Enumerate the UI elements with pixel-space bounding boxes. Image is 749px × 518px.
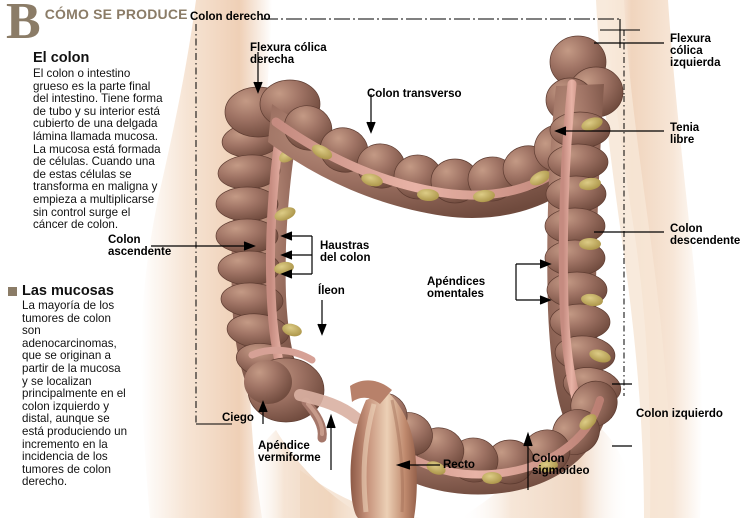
flexura-colica-derecha-segment [224,79,321,138]
header: B CÓMO SE PRODUCE [6,0,188,50]
ileon-shape [294,389,362,424]
label-colon-sigmoideo: Colon sigmoideo [532,453,590,478]
label-colon-descendente: Colon descendente [670,223,741,248]
section-body-el-colon: El colon o intestino grueso es la parte … [33,67,163,232]
label-flexura-colica-izquierda: Flexura cólica izquierda [670,33,721,70]
label-colon-derecho: Colon derecho [190,11,271,23]
label-ileon: Íleon [318,285,345,297]
flexura-colica-izquierda-segment [545,35,624,123]
apendice-vermiforme-shape [301,397,327,443]
label-ciego: Ciego [222,412,254,424]
colon-transverso-segment [268,104,592,218]
text-block-el-colon: El colon El colon o intestino grueso es … [33,50,166,232]
label-colon-transverso: Colon transverso [367,88,462,100]
section-heading-las-mucosas: Las mucosas [8,283,128,299]
section-body-wrap: La mayoría de los tumores de colon son a… [8,299,128,489]
label-apendices-omentales: Apéndices omentales [427,276,486,301]
page-title: CÓMO SE PRODUCE [44,6,188,22]
label-flexura-colica-derecha: Flexura cólica derecha [250,42,327,67]
label-haustras-del-colon: Haustras del colon [320,240,371,265]
text-block-las-mucosas: Las mucosas La mayoría de los tumores de… [8,283,128,489]
colon-descendente-segment [544,79,622,424]
label-colon-izquierdo: Colon izquierdo [636,408,723,420]
section-letter: B [6,0,41,50]
label-tenia-libre: Tenia libre [670,122,700,147]
colon-ascendente-segment [215,115,312,415]
bullet-square-icon [8,286,17,296]
label-apendice-vermiforme: Apéndice vermiforme [258,440,321,465]
recto-segment [350,380,417,518]
section-title-el-colon: El colon [33,50,90,66]
label-recto: Recto [443,459,475,471]
label-colon-ascendente: Colon ascendente [108,234,172,259]
section-title-las-mucosas: Las mucosas [22,283,114,299]
ciego-segment [244,346,325,423]
section-body-las-mucosas: La mayoría de los tumores de colon son a… [22,299,128,489]
